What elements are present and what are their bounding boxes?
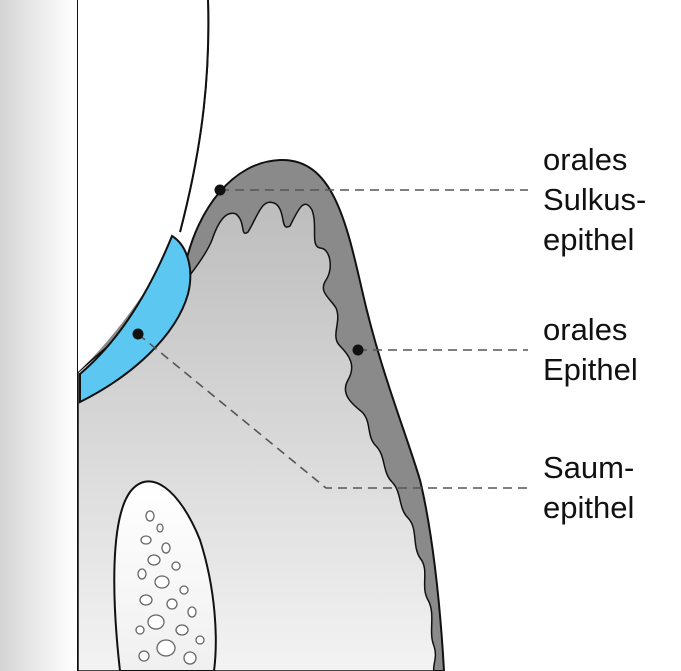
point-junctional-epithelium: [133, 329, 144, 340]
label-sulcular-line3: epithel: [543, 222, 634, 257]
label-junctional-line2: epithel: [543, 490, 634, 525]
label-oral-epithelium: orales Epithel: [543, 312, 638, 387]
point-oral-epithelium: [353, 345, 364, 356]
point-sulcular-epithelium: [215, 185, 226, 196]
label-oral-sulcular-epithelium: orales Sulkus- epithel: [543, 142, 646, 257]
label-oral-line2: Epithel: [543, 352, 638, 387]
label-sulcular-line1: orales: [543, 142, 627, 177]
label-oral-line1: orales: [543, 312, 627, 347]
tooth-root-surface: [0, 0, 78, 671]
label-junctional-line1: Saum-: [543, 450, 634, 485]
label-junctional-epithelium: Saum- epithel: [543, 450, 634, 525]
label-sulcular-line2: Sulkus-: [543, 182, 646, 217]
